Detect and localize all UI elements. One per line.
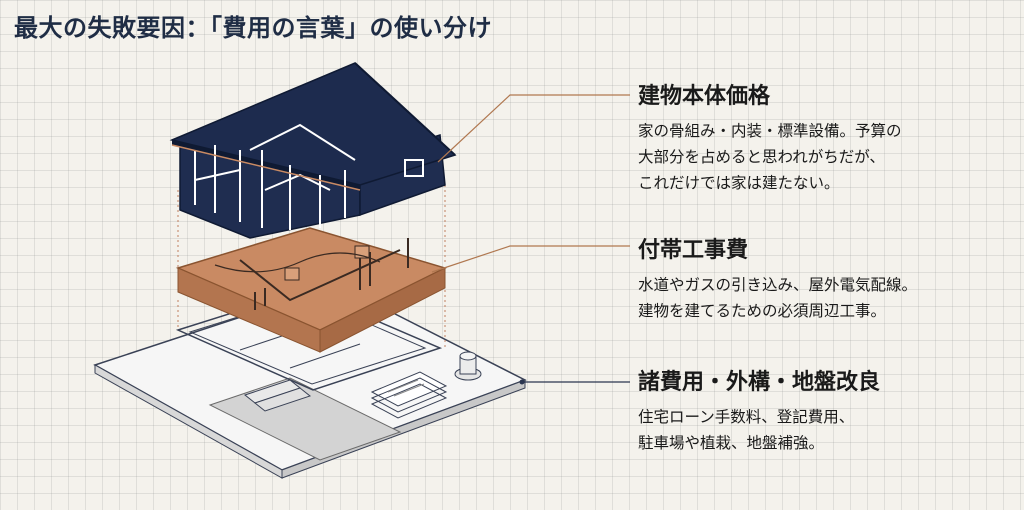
cost-item-heading: 付帯工事費	[638, 238, 749, 263]
cost-item-heading: 諸費用・外構・地盤改良	[638, 370, 881, 395]
leader-lines	[431, 94, 630, 385]
cost-item-line: 住宅ローン手数料、登記費用、	[638, 408, 855, 426]
cost-item-line: 建物を建てるための必須周辺工事。	[638, 302, 887, 320]
utility-layer	[175, 227, 448, 353]
house-frame	[169, 62, 457, 239]
cost-item-heading: 建物本体価格	[638, 84, 771, 109]
cost-item-building: 建物本体価格 家の骨組み・内装・標準設備。予算の 大部分を占めると思われがちだが…	[638, 78, 902, 196]
stamp-icon	[454, 351, 482, 381]
cost-item-line: 家の骨組み・内装・標準設備。予算の	[638, 122, 902, 140]
cost-item-line: これだけでは家は建たない。	[638, 174, 840, 192]
cost-item-incidental: 付帯工事費 水道やガスの引き込み、屋外電気配線。 建物を建てるための必須周辺工事…	[638, 232, 917, 324]
cost-item-misc: 諸費用・外構・地盤改良 住宅ローン手数料、登記費用、 駐車場や植栽、地盤補強。	[638, 364, 880, 456]
cost-item-line: 駐車場や植栽、地盤補強。	[638, 434, 825, 452]
cost-item-line: 水道やガスの引き込み、屋外電気配線。	[638, 276, 918, 294]
documents-icon	[370, 371, 448, 419]
cost-item-line: 大部分を占めると思われがちだが、	[638, 148, 885, 166]
page-title: 最大の失敗要因：「費用の言葉」の使い分け	[14, 14, 492, 42]
